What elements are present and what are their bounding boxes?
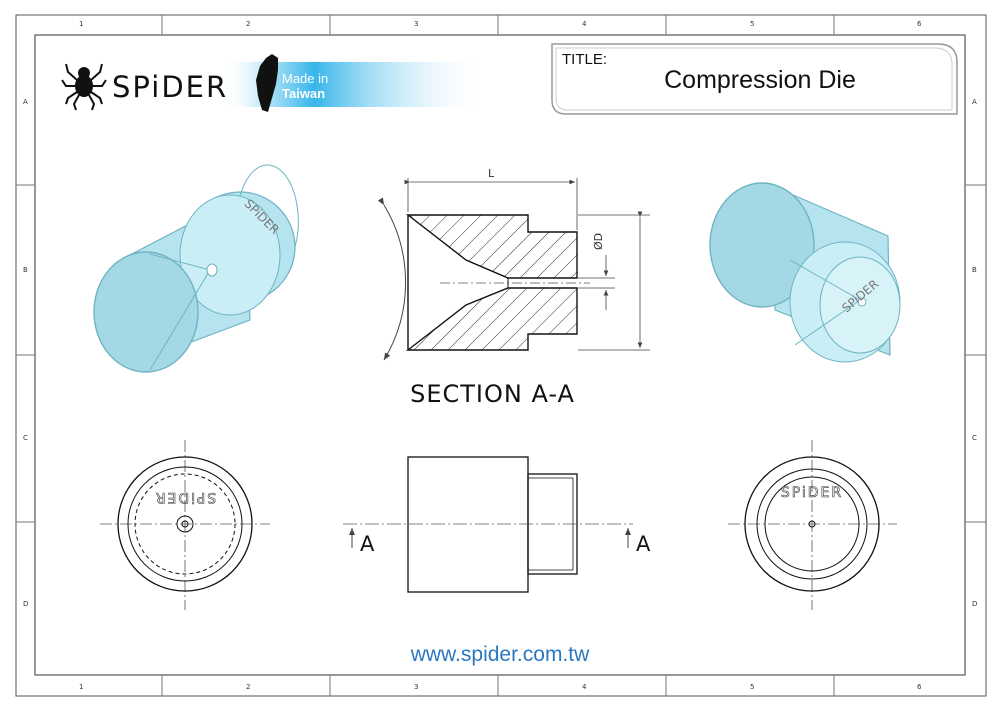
zone-col-6-top: 6 [917,20,922,28]
taiwan-island-icon [256,54,278,112]
zone-col-3-bottom: 3 [414,683,418,691]
zone-row-d-left: D [23,600,28,608]
zone-col-5-bottom: 5 [750,683,754,691]
footer-url[interactable]: www.spider.com.tw [410,643,590,666]
section-label: SECTION A-A [410,380,575,408]
made-in-line2: Taiwan [282,86,326,101]
front-view [343,456,633,593]
title-block-frame [551,43,958,115]
isometric-view-left: SPiDER [93,164,299,373]
zone-col-2-top: 2 [246,20,250,28]
title-block-frame-inner [555,47,953,111]
zone-row-d-right: D [972,600,977,608]
zone-col-5-top: 5 [750,20,754,28]
zone-row-c-left: C [23,434,28,442]
zone-row-a-right: A [972,98,977,106]
zone-col-3-top: 3 [414,20,418,28]
cut-marker-right: A [636,532,651,556]
dim-diameter-label: ØD [592,233,605,250]
section-hatch-top [405,214,578,279]
zone-row-b-right: B [972,266,977,274]
section-view: L ØD [377,167,650,361]
zone-row-c-right: C [972,434,977,442]
zone-row-b-left: B [23,266,28,274]
made-in-line1: Made in [282,71,329,86]
end-view-right: SPiDER [728,440,897,610]
zone-col-1-top: 1 [79,20,83,28]
title-block-label: TITLE: [562,51,608,68]
dim-length-label: L [488,167,495,180]
spider-logo-icon [61,63,107,111]
zone-col-1-bottom: 1 [79,683,83,691]
zone-col-4-bottom: 4 [582,683,587,691]
zone-col-2-bottom: 2 [246,683,250,691]
brand-logo-text: SPiDER [112,70,229,104]
zone-ticks [16,15,986,696]
engraving-left-end: SPiDER [154,489,216,505]
end-view-left: SPiDER [100,440,270,610]
isometric-view-right: SPiDER [709,182,901,363]
zone-col-4-top: 4 [582,20,587,28]
section-hatch-bottom [405,287,578,351]
engraving-right-end: SPiDER [781,485,843,501]
zone-row-a-left: A [23,98,28,106]
title-block-value: Compression Die [664,66,856,94]
cut-marker-left: A [360,532,375,556]
zone-col-6-bottom: 6 [917,683,922,691]
